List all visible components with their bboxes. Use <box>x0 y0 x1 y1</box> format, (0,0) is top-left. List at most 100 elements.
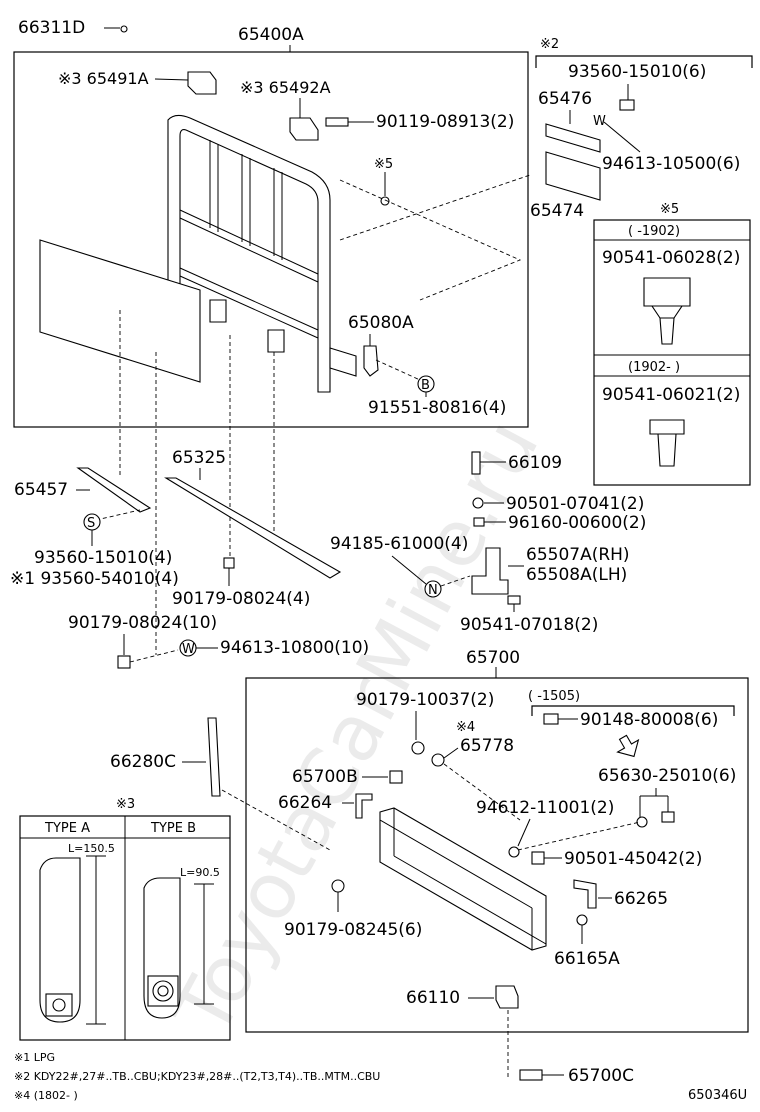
group-label-65700[interactable]: 65700 <box>466 648 520 668</box>
cable-icon <box>207 717 221 797</box>
bracket-icon <box>289 117 319 141</box>
bolt-icon <box>120 25 128 33</box>
footnote-4: ※4 (1802- ) <box>14 1089 78 1102</box>
part-93560a[interactable]: 93560-15010(6) <box>568 62 706 82</box>
washer-icon <box>636 816 648 828</box>
part-93560b[interactable]: 93560-15010(4) <box>34 548 172 568</box>
bracket-icon <box>187 71 217 95</box>
clip-icon <box>643 277 691 345</box>
part-65492A[interactable]: ※3 65492A <box>240 78 331 97</box>
length-b: L=90.5 <box>180 866 220 879</box>
note-5-marker: ※5 <box>374 157 393 172</box>
part-66109[interactable]: 66109 <box>508 453 562 473</box>
dashed-guide <box>517 821 641 851</box>
group-label-65400A[interactable]: 65400A <box>238 25 304 45</box>
part-65474[interactable]: 65474 <box>530 201 584 221</box>
bolt-icon <box>661 811 675 823</box>
bolt-icon <box>519 1069 543 1081</box>
type-a-label: TYPE A <box>44 821 90 836</box>
nut-icon <box>411 741 425 755</box>
part-90501a[interactable]: 90501-07041(2) <box>506 494 644 514</box>
dashed-guide <box>129 649 179 663</box>
part-65491A[interactable]: ※3 65491A <box>58 69 149 88</box>
bolt-icon <box>543 713 559 725</box>
part-65508A[interactable]: 65508A(LH) <box>526 565 627 585</box>
bracket-icon <box>355 793 373 819</box>
footnote-2: ※2 KDY22#,27#..TB..CBU;KDY23#,28#..(T2,T… <box>14 1070 380 1083</box>
length-a: L=150.5 <box>68 842 115 855</box>
part-90501b[interactable]: 90501-45042(2) <box>564 849 702 869</box>
part-66311D[interactable]: 66311D <box>18 18 85 38</box>
type-b-label: TYPE B <box>150 821 196 836</box>
part-96160[interactable]: 96160-00600(2) <box>508 513 646 533</box>
part-94613a[interactable]: 94613-10500(6) <box>602 154 740 174</box>
nut-icon <box>472 497 484 509</box>
part-65700B[interactable]: 65700B <box>292 767 358 787</box>
part-90179c[interactable]: 90179-10037(2) <box>356 690 494 710</box>
part-91551[interactable]: 91551-80816(4) <box>368 398 506 418</box>
dashed-guide <box>339 174 531 241</box>
arrow-down-icon <box>616 734 640 758</box>
plate-icon <box>545 151 601 201</box>
tailgate-panel <box>379 807 547 951</box>
range-1902-from: (1902- ) <box>628 360 680 375</box>
part-90179a[interactable]: 90179-08024(4) <box>172 589 310 609</box>
part-65700C[interactable]: 65700C <box>568 1066 634 1086</box>
leader <box>517 818 531 847</box>
rod-icon <box>573 879 597 909</box>
clip-icon <box>649 419 685 467</box>
marker-N <box>424 580 442 598</box>
bolt-icon <box>471 451 481 475</box>
part-66265[interactable]: 66265 <box>614 889 668 909</box>
note-5-header: ※5 <box>660 202 679 217</box>
washer-icon <box>473 517 485 527</box>
part-65507A[interactable]: 65507A(RH) <box>526 545 630 565</box>
dashed-guide <box>440 575 471 587</box>
marker-N-text: N <box>428 583 438 598</box>
footnote-1: ※1 LPG <box>14 1051 55 1064</box>
part-90541c[interactable]: 90541-07018(2) <box>460 615 598 635</box>
marker-S-text: S <box>87 516 95 531</box>
part-66165A[interactable]: 66165A <box>554 949 620 969</box>
part-66280C[interactable]: 66280C <box>110 752 176 772</box>
part-90179b[interactable]: 90179-08024(10) <box>68 613 217 633</box>
part-90119[interactable]: 90119-08913(2) <box>376 112 514 132</box>
leader <box>603 121 641 153</box>
washer-icon <box>431 753 445 767</box>
part-65457[interactable]: 65457 <box>14 480 68 500</box>
part-65080A[interactable]: 65080A <box>348 313 414 333</box>
range-bracket <box>531 705 735 716</box>
bolt-icon <box>619 99 635 111</box>
part-66264[interactable]: 66264 <box>278 793 332 813</box>
leader <box>391 555 427 585</box>
bolt-icon <box>325 117 349 127</box>
part-90179d[interactable]: 90179-08245(6) <box>284 920 422 940</box>
part-94613b[interactable]: 94613-10800(10) <box>220 638 369 658</box>
note-2-bracket <box>535 55 753 68</box>
leader <box>154 78 189 81</box>
type-a-bracket <box>39 855 106 1025</box>
clip-icon <box>507 595 521 605</box>
part-65476[interactable]: 65476 <box>538 89 592 109</box>
part-94185[interactable]: 94185-61000(4) <box>330 534 468 554</box>
part-94612[interactable]: 94612-11001(2) <box>476 798 614 818</box>
part-90148[interactable]: 90148-80008(6) <box>580 710 718 730</box>
part-66110[interactable]: 66110 <box>406 988 460 1008</box>
part-65778[interactable]: 65778 <box>460 736 514 756</box>
marker-W-text: W <box>182 642 195 657</box>
nut-icon <box>331 879 345 893</box>
part-65325[interactable]: 65325 <box>172 448 226 468</box>
cap-icon <box>389 770 403 784</box>
part-93560c[interactable]: ※1 93560-54010(4) <box>10 569 179 589</box>
marker-B-text: B <box>421 378 430 393</box>
type-b-bracket <box>143 877 214 1019</box>
clip-icon <box>380 196 390 206</box>
leader <box>443 747 459 759</box>
dashed-guide <box>95 509 141 521</box>
part-65630[interactable]: 65630-25010(6) <box>598 766 736 786</box>
plate-icon <box>545 123 601 153</box>
part-90541a[interactable]: 90541-06028(2) <box>602 248 740 268</box>
part-90541b[interactable]: 90541-06021(2) <box>602 385 740 405</box>
cap-icon <box>576 914 588 926</box>
